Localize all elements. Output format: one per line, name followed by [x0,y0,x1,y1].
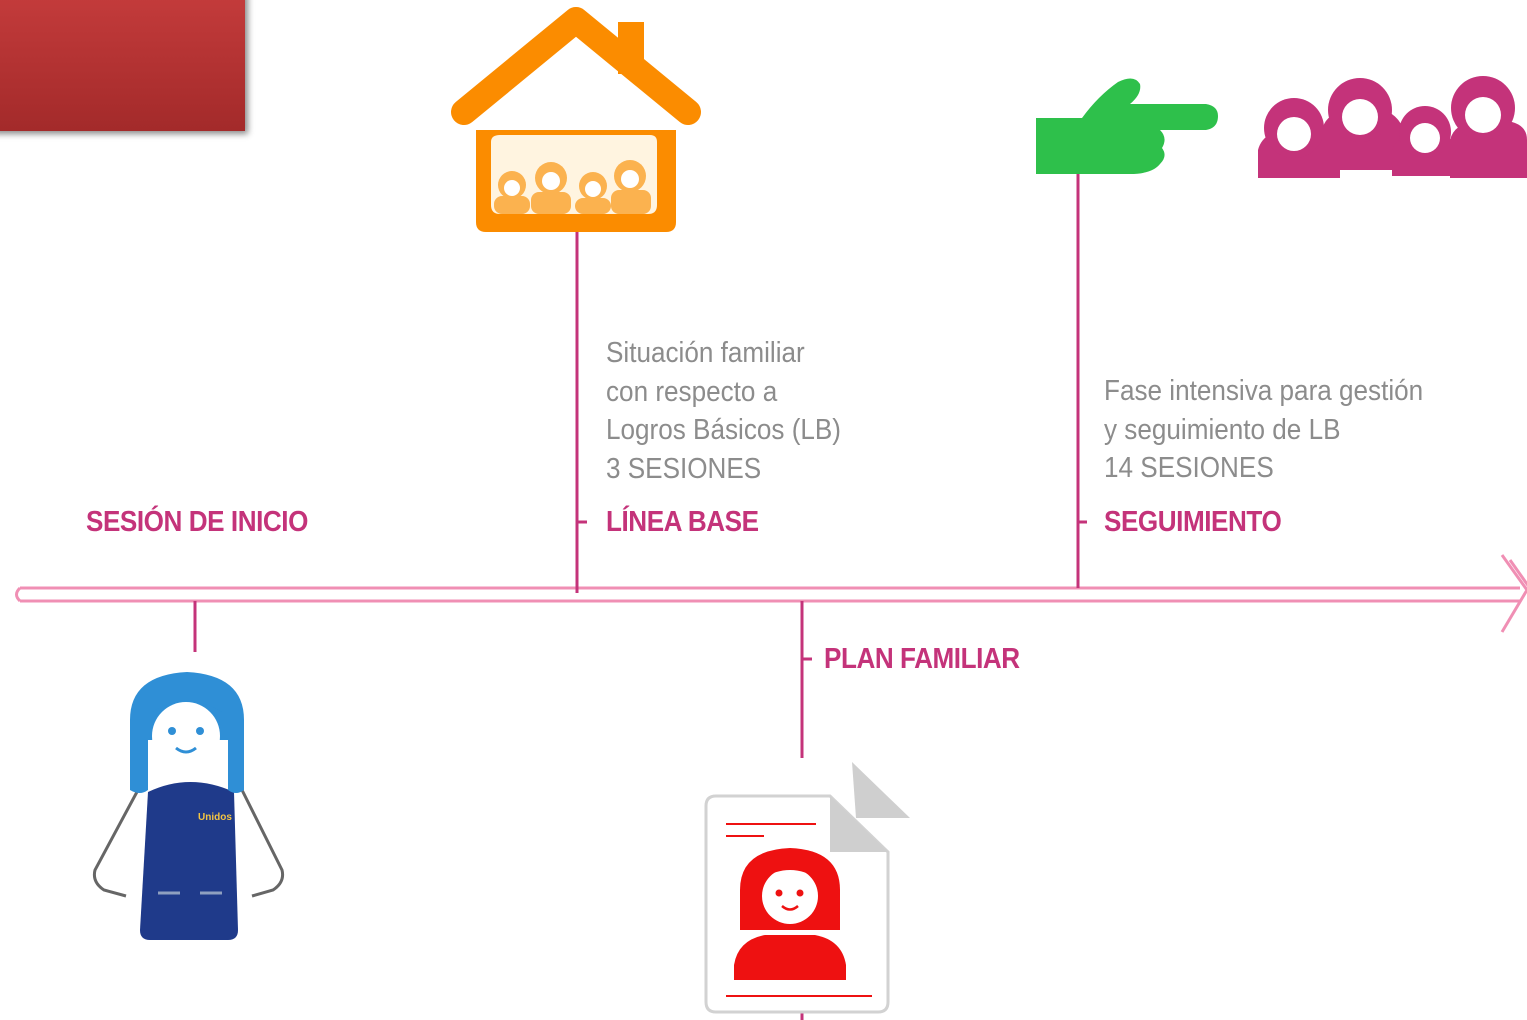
timeline-arrow [15,554,1527,633]
pointing-hand-icon [1036,78,1218,174]
family-group-icon [1258,76,1527,178]
stage-description-seguimiento: Fase intensiva para gestión y seguimient… [1104,372,1423,488]
stage-label-sesion-inicio: SESIÓN DE INICIO [86,506,308,538]
description-line: 3 SESIONES [606,452,762,485]
description-line: con respecto a [606,375,778,408]
description-line: Situación familiar [606,337,805,369]
description-line: Fase intensiva para gestión [1104,375,1424,407]
document-person-icon [704,762,910,1014]
stage-label-linea-base: LÍNEA BASE [606,506,759,538]
description-line: y seguimiento de LB [1104,413,1341,446]
title-box [0,0,245,131]
description-line: Logros Básicos (LB) [606,414,842,446]
stage-label-plan-familiar: PLAN FAMILIAR [824,643,1020,675]
stage-description-linea-base: Situación familiar con respecto a Logros… [606,334,841,488]
connector-lines [193,172,1087,1020]
description-line: 14 SESIONES [1104,452,1274,484]
house-family-icon [451,7,701,232]
agent-person-icon: Unidos [92,672,285,940]
svg-text:Unidos: Unidos [198,812,232,823]
stage-label-seguimiento: SEGUIMIENTO [1104,506,1282,538]
